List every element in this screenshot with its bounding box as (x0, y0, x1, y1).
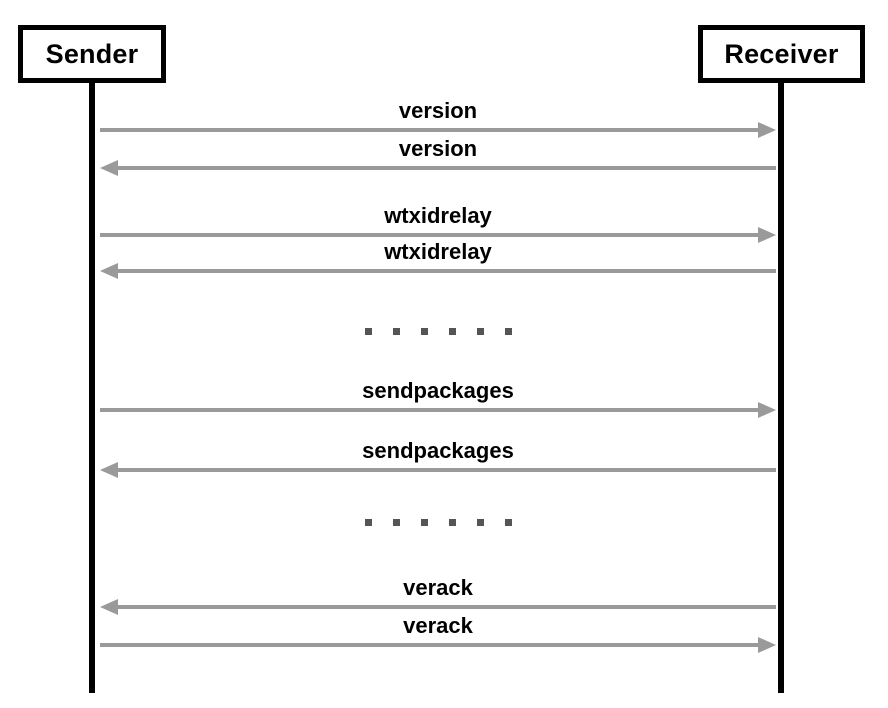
participant-box-sender: Sender (18, 25, 166, 83)
message-label: version (398, 136, 478, 161)
participant-label-receiver: Receiver (724, 38, 839, 69)
message-line (118, 166, 776, 170)
lifeline-receiver (778, 83, 784, 693)
message-label: sendpackages (362, 438, 514, 463)
ellipsis-dot (420, 328, 428, 335)
message-line (100, 233, 760, 237)
ellipsis-dot (420, 519, 428, 526)
ellipsis-row (100, 519, 776, 526)
ellipsis-dot (448, 519, 456, 526)
message-line (100, 643, 760, 647)
message-label: sendpackages (362, 378, 514, 403)
arrowhead-right-icon (758, 227, 776, 243)
ellipsis-dot (504, 519, 512, 526)
message-label: wtxidrelay (384, 239, 492, 264)
ellipsis-dot (364, 328, 372, 335)
arrowhead-left-icon (100, 160, 118, 176)
message-label: verack (403, 613, 473, 638)
ellipsis-dot (364, 519, 372, 526)
message-line (118, 468, 776, 472)
ellipsis-row (100, 328, 776, 335)
arrowhead-left-icon (100, 462, 118, 478)
message-label: version (398, 98, 478, 123)
participant-label-sender: Sender (45, 38, 139, 69)
ellipsis-dot (392, 328, 400, 335)
ellipsis-dot (448, 328, 456, 335)
lifeline-sender (89, 83, 95, 693)
message-label: verack (403, 575, 473, 600)
message-label: wtxidrelay (384, 203, 492, 228)
arrowhead-right-icon (758, 122, 776, 138)
arrowhead-left-icon (100, 263, 118, 279)
arrowhead-left-icon (100, 599, 118, 615)
message-line (118, 269, 776, 273)
ellipsis-dot (504, 328, 512, 335)
message-line (100, 408, 760, 412)
message-line (100, 128, 760, 132)
ellipsis-dot (476, 519, 484, 526)
participant-box-receiver: Receiver (698, 25, 865, 83)
message-line (118, 605, 776, 609)
arrowhead-right-icon (758, 637, 776, 653)
arrowhead-right-icon (758, 402, 776, 418)
ellipsis-dot (476, 328, 484, 335)
ellipsis-dot (392, 519, 400, 526)
